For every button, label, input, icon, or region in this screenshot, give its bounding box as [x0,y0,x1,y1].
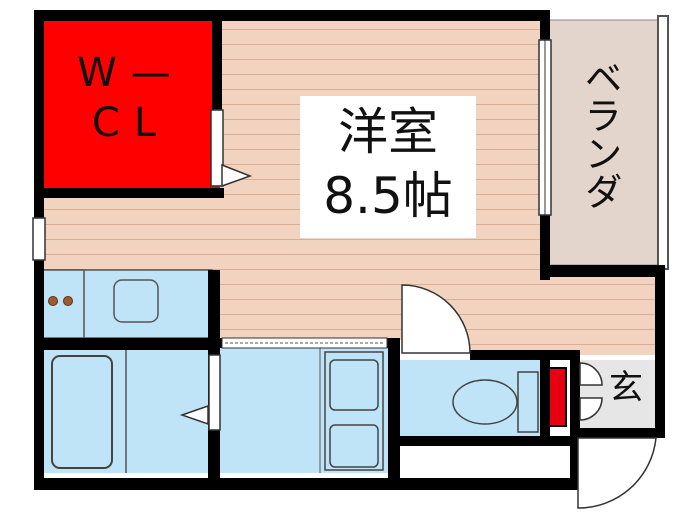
toilet-bowl [452,379,518,425]
room-size: 8.5帖 [323,167,453,225]
wash-basin [329,424,379,468]
closet-door-arrow [221,163,253,188]
bathtub [51,355,113,469]
room-name: 洋室 [338,103,438,161]
entrance-label: 玄 [609,368,643,408]
washing-machine [329,359,379,411]
washroom-curtain [221,337,388,349]
toilet-tank [517,371,539,433]
stove-burner-right [63,296,73,306]
closet-door-opening [210,109,224,187]
veranda-railing [657,15,669,270]
doors [179,284,657,509]
kitchen-sink [113,279,159,323]
veranda-label: ベランダ [578,58,622,210]
walk-in-closet [42,20,220,190]
kitchen-stove [41,269,85,339]
walk-in-closet-label: W— CL [77,50,185,146]
stove-burner-left [48,296,58,306]
kitchen-window [32,217,46,261]
main-room-label: 洋室 8.5帖 [300,96,476,238]
shoe-rack [547,367,567,427]
